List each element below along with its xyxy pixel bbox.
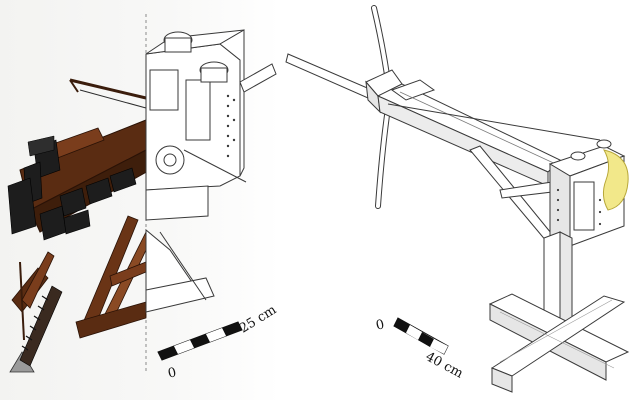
slider-block [390, 79, 436, 101]
winch-rivets [556, 188, 602, 226]
left-rivets [226, 94, 236, 158]
base-plank-lines [499, 299, 615, 369]
ratchet-teeth [21, 295, 49, 351]
stand-base-beam [75, 301, 147, 339]
left-rendered-ballista [7, 14, 277, 373]
main-beam-side [377, 95, 549, 187]
tension-cord [387, 103, 601, 141]
base-beam-b-end [491, 367, 513, 393]
bow-tip [69, 79, 79, 93]
right-scale-bar [393, 317, 449, 355]
beam-groove [399, 91, 561, 167]
right-lineart-ballista [285, 5, 630, 393]
left-scale-bar [157, 321, 243, 361]
bow-string [79, 89, 147, 109]
rear-pole [285, 53, 373, 99]
post-side [559, 231, 573, 323]
ratchet-bar [19, 285, 63, 367]
left-line-art-half [145, 29, 277, 313]
winch-knob-left [570, 151, 586, 161]
winch-panel [573, 181, 595, 231]
winch-wheel-highlight [602, 149, 629, 211]
trigger-block [27, 135, 55, 157]
bow-arm-upper [69, 78, 147, 100]
metal-fittings [7, 139, 137, 241]
front-strut [21, 251, 55, 309]
front-rod [19, 261, 25, 341]
winch-knob-right [596, 139, 612, 149]
